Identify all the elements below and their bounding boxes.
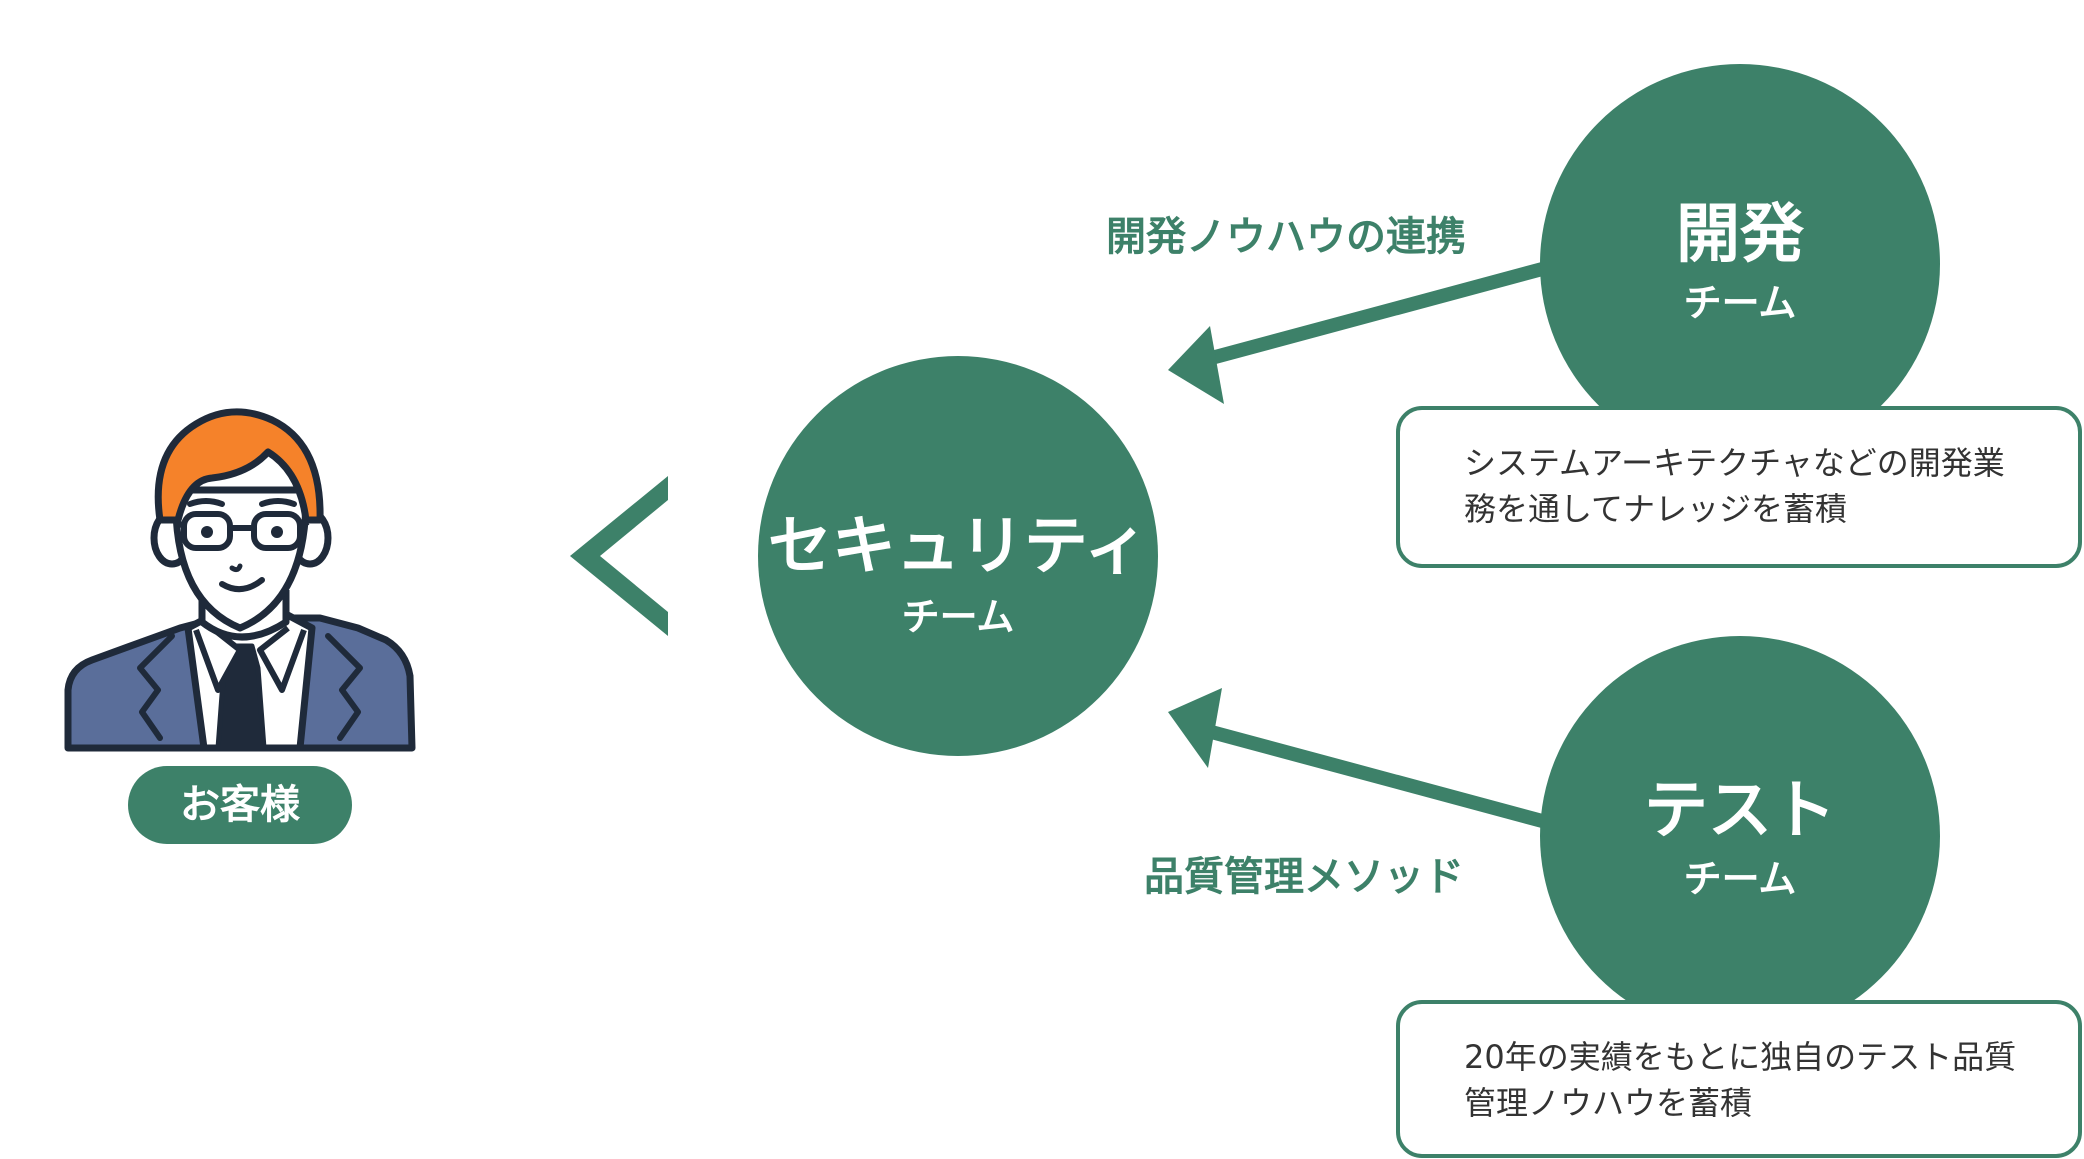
dev-team-subtitle: チーム — [1684, 281, 1797, 325]
dev-note-line1: システムアーキテクチャなどの開発業 — [1464, 444, 2005, 482]
arrow-dev-to-security — [1168, 261, 1548, 404]
dev-note-box: システムアーキテクチャなどの開発業 務を通してナレッジを蓄積 — [1396, 406, 2082, 568]
test-note-line2: 管理ノウハウを蓄積 — [1464, 1084, 1752, 1122]
dev-team-node: 開発 チーム — [1540, 64, 1940, 464]
arrow-test-to-security — [1168, 688, 1548, 829]
hair — [154, 408, 324, 524]
test-team-subtitle: チーム — [1684, 857, 1797, 901]
security-team-subtitle: チーム — [902, 595, 1015, 639]
customer-label: お客様 — [180, 782, 301, 828]
security-team-node: セキュリティ チーム — [758, 356, 1158, 756]
test-edge-label: 品質管理メソッド — [1144, 854, 1464, 900]
test-team-node: テスト チーム — [1540, 636, 1940, 1036]
customer-badge: お客様 — [128, 766, 352, 844]
dev-edge-label: 開発ノウハウの連携 — [1106, 214, 1466, 260]
test-note-box: 20年の実績をもとに独自のテスト品質 管理ノウハウを蓄積 — [1396, 1000, 2082, 1158]
dev-note-line2: 務を通してナレッジを蓄積 — [1464, 490, 1847, 528]
glasses-icon — [174, 511, 310, 551]
chevron-left-icon — [570, 476, 668, 636]
security-team-title: セキュリティ — [768, 510, 1148, 584]
dev-team-title: 開発 — [1676, 198, 1805, 272]
customer-person-icon — [64, 408, 416, 752]
test-team-title: テスト — [1644, 774, 1836, 848]
test-note-line1: 20年の実績をもとに独自のテスト品質 — [1464, 1038, 2016, 1076]
